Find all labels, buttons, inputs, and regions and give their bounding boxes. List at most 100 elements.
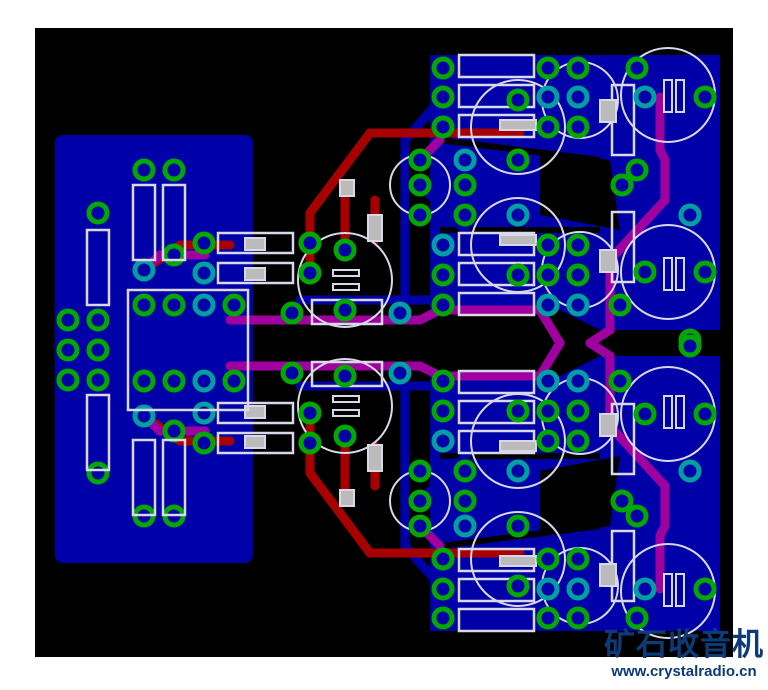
pad	[453, 459, 477, 483]
pad	[678, 459, 702, 483]
capacitor-plate	[663, 395, 673, 429]
smd-part	[244, 237, 266, 251]
smd-part	[599, 99, 617, 123]
pad	[222, 293, 246, 317]
smd-part	[367, 214, 383, 242]
smd-part	[244, 435, 266, 449]
pad	[333, 298, 357, 322]
pad	[566, 399, 590, 423]
smd-part	[339, 489, 355, 507]
smd-part	[599, 563, 617, 587]
pad	[192, 261, 216, 285]
resistor-outline	[85, 393, 111, 472]
pad	[192, 293, 216, 317]
pad	[388, 301, 412, 325]
pad	[536, 56, 560, 80]
pad	[633, 577, 657, 601]
pour-clearance	[540, 456, 620, 536]
pad	[86, 461, 110, 485]
smd-part	[499, 234, 537, 246]
resistor-outline	[85, 228, 111, 307]
capacitor-plate	[332, 395, 360, 403]
pad	[506, 459, 530, 483]
resistor-outline	[131, 438, 157, 517]
pad	[453, 148, 477, 172]
pad	[506, 263, 530, 287]
pad	[431, 429, 455, 453]
pad	[333, 424, 357, 448]
smd-part	[244, 267, 266, 281]
pad	[506, 514, 530, 538]
smd-part	[599, 249, 617, 273]
smd-part	[499, 119, 537, 131]
pad	[566, 85, 590, 109]
pad	[408, 459, 432, 483]
pad	[536, 399, 560, 423]
smd-part	[367, 444, 383, 472]
connector-pad	[56, 368, 80, 392]
resistor-outline	[216, 261, 295, 285]
pad	[453, 489, 477, 513]
capacitor-plate	[675, 79, 685, 113]
pad	[506, 399, 530, 423]
pad	[536, 429, 560, 453]
pad	[298, 261, 322, 285]
resistor-outline	[457, 53, 536, 79]
mixed-trace	[585, 92, 670, 348]
resistor-outline	[161, 183, 187, 262]
pad	[431, 547, 455, 571]
pad	[333, 364, 357, 388]
capacitor-plate	[663, 257, 673, 291]
capacitor-outline	[470, 79, 566, 175]
capacitor-plate	[332, 269, 360, 277]
pad	[280, 361, 304, 385]
pad	[678, 203, 702, 227]
pad	[280, 301, 304, 325]
pad	[566, 547, 590, 571]
pad	[566, 606, 590, 630]
common-parts	[56, 183, 250, 517]
pad	[298, 401, 322, 425]
pad	[453, 173, 477, 197]
pad	[453, 514, 477, 538]
pad	[693, 402, 717, 426]
pad	[566, 577, 590, 601]
connector-pad	[86, 338, 110, 362]
pad	[162, 293, 186, 317]
resistor-outline	[457, 291, 536, 317]
resistor-outline	[457, 607, 536, 633]
pad	[431, 85, 455, 109]
pad	[566, 263, 590, 287]
pad	[222, 369, 246, 393]
watermark: 矿石收音机 www.crystalradio.cn	[600, 628, 768, 682]
pad	[132, 293, 156, 317]
pad	[162, 369, 186, 393]
resistor-outline	[131, 183, 157, 262]
pad	[162, 158, 186, 182]
pad	[693, 577, 717, 601]
resistor-outline	[457, 261, 536, 287]
pad	[86, 201, 110, 225]
pad	[566, 429, 590, 453]
capacitor-outline	[470, 511, 566, 607]
pad	[536, 293, 560, 317]
pad	[566, 233, 590, 257]
pad	[693, 260, 717, 284]
capacitor-plate	[675, 395, 685, 429]
pour-clearance	[540, 150, 620, 230]
pad	[536, 85, 560, 109]
connector-pad	[56, 338, 80, 362]
capacitor-outline	[297, 232, 393, 328]
pad	[633, 85, 657, 109]
pad	[192, 401, 216, 425]
pad	[608, 369, 632, 393]
pad	[633, 260, 657, 284]
pad	[693, 85, 717, 109]
smd-part	[244, 405, 266, 419]
pad	[610, 489, 634, 513]
pad	[506, 148, 530, 172]
pad	[566, 293, 590, 317]
capacitor-plate	[663, 79, 673, 113]
pad	[625, 158, 649, 182]
pad	[408, 489, 432, 513]
